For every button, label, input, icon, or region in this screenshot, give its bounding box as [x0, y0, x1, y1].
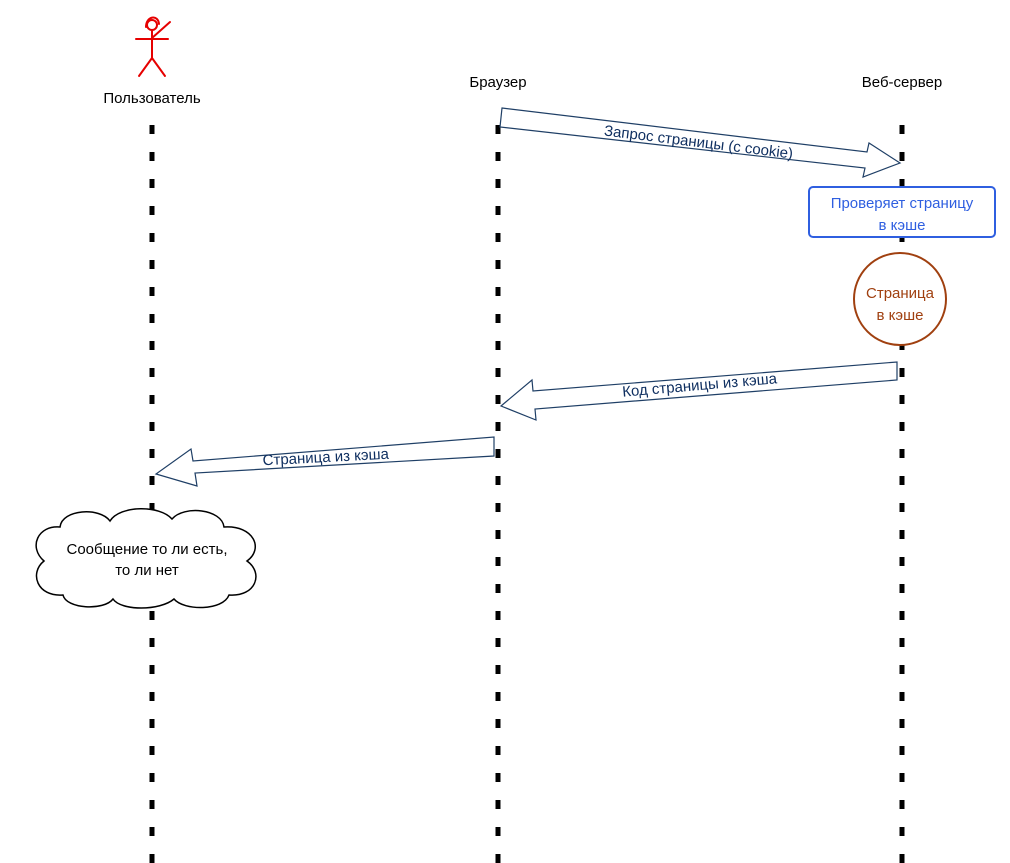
stick-figure-icon — [135, 16, 171, 77]
request-message-label: Запрос страницы (с cookie) — [603, 123, 794, 163]
page-in-cache-line1: Страница — [866, 285, 935, 302]
cached-code-arrow — [499, 361, 898, 421]
cached-page-message-label: Страница из кэша — [262, 446, 390, 470]
cache-check-process-box — [808, 186, 996, 238]
participant-server-label: Веб-сервер — [862, 74, 942, 91]
note-line1: Сообщение то ли есть, — [66, 541, 227, 558]
note-line2: то ли нет — [115, 562, 179, 579]
page-in-cache-state — [853, 252, 947, 346]
page-in-cache-line2: в кэше — [877, 307, 924, 324]
request-arrow — [499, 107, 902, 178]
cache-check-line2: в кэше — [879, 217, 926, 234]
participant-user-label: Пользователь — [103, 90, 201, 107]
note-cloud — [35, 508, 257, 609]
cached-page-arrow — [154, 436, 495, 487]
cache-check-line1: Проверяет страницу — [831, 195, 974, 212]
participant-browser-label: Браузер — [469, 74, 526, 91]
